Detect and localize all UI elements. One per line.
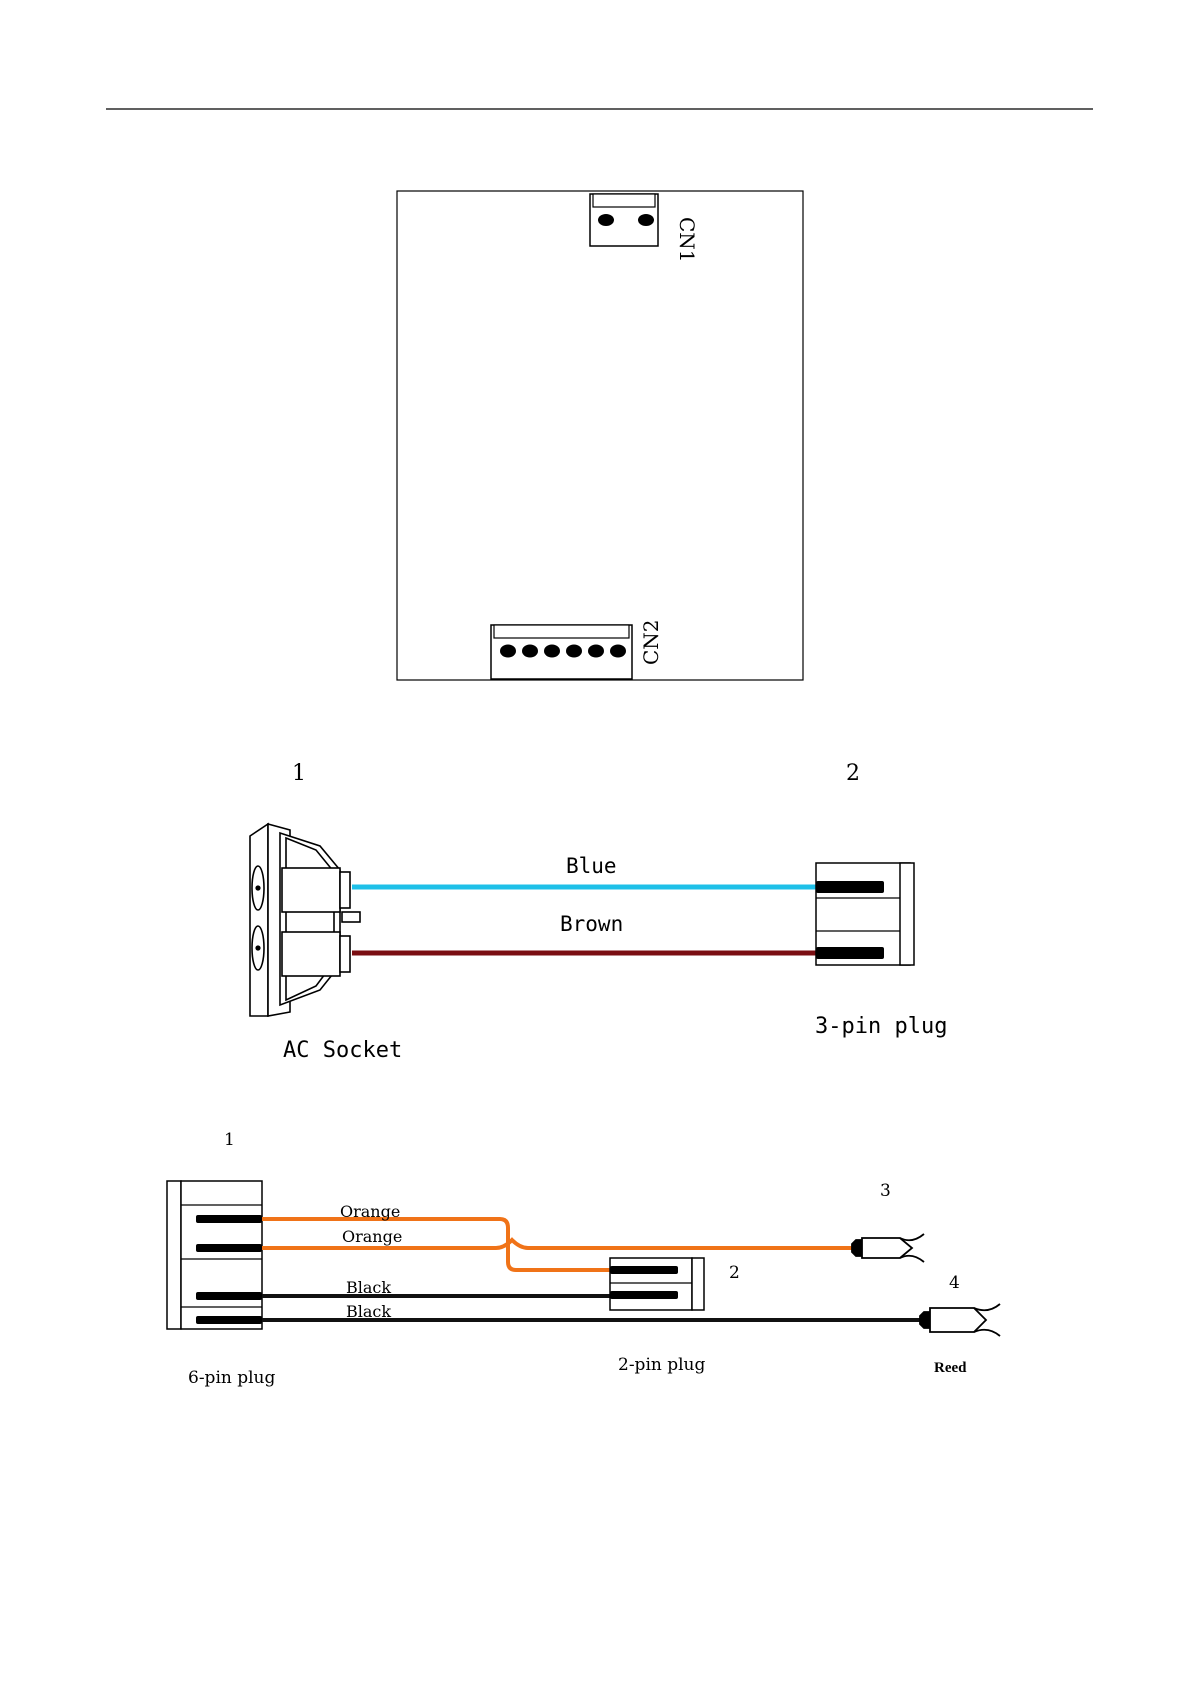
cn1-pin	[638, 214, 654, 226]
cn2-pin	[566, 645, 582, 658]
cn2-pin	[544, 645, 560, 658]
cn2-label: CN2	[639, 619, 663, 665]
cn2-pin	[500, 645, 516, 658]
wire-brown-label: Brown	[560, 912, 623, 936]
plug-terminal	[196, 1316, 262, 1324]
ac-socket-label: AC Socket	[283, 1038, 402, 1063]
wire-orange-2-label: Orange	[342, 1227, 402, 1246]
cn2-pin	[522, 645, 538, 658]
two-pin-plug	[610, 1258, 704, 1310]
pcb-board: CN1 CN2	[397, 191, 803, 680]
plug-terminal	[196, 1244, 262, 1252]
cn2-pin	[610, 645, 626, 658]
terminal-3-crimp	[852, 1234, 924, 1262]
harness-ac-socket: 1 2 Blue Brown	[250, 761, 947, 1063]
plug-terminal	[816, 881, 884, 893]
six-pin-plug	[167, 1181, 262, 1329]
two-pin-plug-label: 2-pin plug	[618, 1355, 706, 1375]
wire-orange-1-label: Orange	[340, 1202, 400, 1221]
plug-terminal	[196, 1292, 262, 1300]
cn1-pin	[598, 214, 614, 226]
wire-blue-label: Blue	[566, 854, 617, 878]
cn1-connector	[590, 194, 658, 246]
harness-six-pin: 1 3 2 4 Orange Orange Black Black	[167, 1130, 1000, 1388]
wire-orange-1	[262, 1219, 615, 1270]
reed-label: Reed	[934, 1360, 967, 1376]
three-pin-plug-label: 3-pin plug	[815, 1014, 947, 1039]
harness2-number-4: 4	[949, 1273, 960, 1293]
plug-terminal	[610, 1291, 678, 1299]
harness1-number-left: 1	[292, 761, 306, 786]
six-pin-plug-label: 6-pin plug	[188, 1368, 276, 1388]
harness1-number-right: 2	[846, 761, 860, 786]
cn2-connector	[491, 625, 632, 679]
ac-socket	[250, 824, 360, 1016]
plug-terminal	[610, 1266, 678, 1274]
cn1-label: CN1	[675, 217, 699, 263]
harness2-number-2: 2	[729, 1263, 740, 1283]
pcb-outline	[397, 191, 803, 680]
cn2-pin	[588, 645, 604, 658]
wire-black-2-label: Black	[346, 1302, 391, 1321]
plug-terminal	[816, 947, 884, 959]
harness2-number-3: 3	[880, 1181, 891, 1201]
three-pin-plug	[816, 863, 914, 965]
terminal-4-reed-crimp	[920, 1304, 1000, 1336]
plug-terminal	[196, 1215, 262, 1223]
harness2-number-1: 1	[224, 1130, 235, 1150]
wire-black-1-label: Black	[346, 1278, 391, 1297]
